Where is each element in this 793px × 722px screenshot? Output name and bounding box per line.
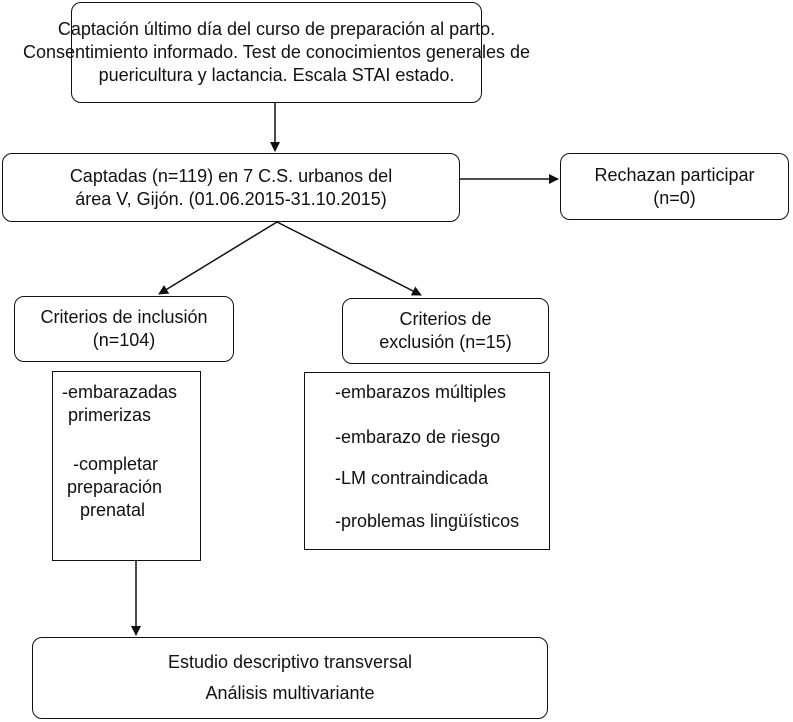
inclusion-item-2c: prenatal [80, 500, 146, 520]
rechazan-line-1: Rechazan participar [594, 164, 755, 185]
captacion-line-3: puericultura y lactancia. Escala STAI es… [98, 65, 455, 85]
estudio-box: Estudio descriptivo transversal Análisis… [32, 637, 548, 719]
exclusion-line-1: Criterios de [399, 309, 492, 329]
inclusion-line-1: Criterios de inclusión [40, 307, 208, 327]
exclusion-item-1: -embarazos múltiples [335, 382, 507, 402]
inclusion-list-box: -embarazadas primerizas -completar prepa… [52, 371, 201, 561]
captacion-box: Captación último día del curso de prepar… [23, 2, 530, 103]
estudio-line-2: Análisis multivariante [205, 683, 375, 703]
exclusion-list-box: -embarazos múltiples -embarazo de riesgo… [304, 372, 550, 550]
exclusion-line-2: exclusión (n=15) [379, 332, 512, 352]
exclusion-item-3: -LM contraindicada [335, 468, 489, 488]
exclusion-item-2: -embarazo de riesgo [335, 427, 501, 447]
inclusion-box: Criterios de inclusión (n=104) [14, 296, 234, 362]
captacion-line-2: Consentimiento informado. Test de conoci… [23, 42, 530, 62]
captadas-box: Captadas (n=119) en 7 C.S. urbanos del á… [2, 153, 460, 222]
arrow-captadas-to-inclusion [158, 221, 278, 295]
rechazan-line-2: (n=0) [653, 187, 696, 208]
exclusion-item-4: -problemas lingüísticos [335, 511, 520, 531]
rechazan-box: Rechazan participar (n=0) [560, 153, 789, 220]
captadas-line-1: Captadas (n=119) en 7 C.S. urbanos del [69, 165, 393, 186]
captadas-line-2: área V, Gijón. (01.06.2015-31.10.2015) [75, 188, 387, 209]
inclusion-line-2: (n=104) [92, 330, 156, 350]
captacion-line-1: Captación último día del curso de prepar… [57, 19, 496, 39]
arrow-captadas-to-exclusion [276, 221, 422, 296]
estudio-line-1: Estudio descriptivo transversal [167, 652, 413, 672]
exclusion-box: Criterios de exclusión (n=15) [342, 298, 549, 364]
inclusion-item-2a: -completar [73, 454, 159, 474]
inclusion-item-1a: -embarazadas [62, 382, 178, 402]
inclusion-item-2b: preparación [67, 477, 163, 497]
inclusion-item-1b: primerizas [68, 405, 152, 425]
